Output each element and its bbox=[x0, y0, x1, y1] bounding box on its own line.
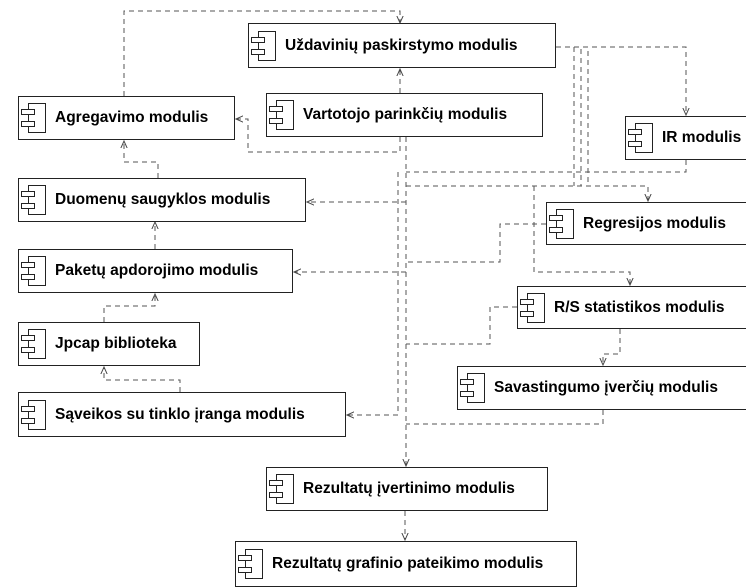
edge-savastingumo-to-trunk bbox=[406, 410, 604, 425]
edge-saveikos-to-jpcap bbox=[104, 367, 181, 392]
ir-module: IR modulis bbox=[625, 116, 746, 160]
edge-uzdaviniu-fanout-2 bbox=[556, 46, 582, 186]
duomenu-saugyklos-module: Duomenų saugyklos modulis bbox=[18, 178, 306, 222]
module-label: Sąveikos su tinklo įranga modulis bbox=[55, 405, 305, 423]
edge-uzdaviniu-fanout-3 bbox=[556, 46, 589, 186]
module-label: Paketų apdorojimo modulis bbox=[55, 262, 259, 279]
savastingumo-iverciu-module: Savastingumo įverčių modulis bbox=[457, 366, 746, 410]
module-label: Jpcap biblioteka bbox=[55, 335, 177, 352]
component-icon bbox=[21, 256, 46, 286]
component-icon bbox=[549, 208, 574, 239]
edge-duomenu-to-agregavimo bbox=[124, 141, 159, 178]
component-icon bbox=[269, 100, 294, 130]
edge-uzdaviniu-fanout-1 bbox=[556, 46, 575, 186]
component-icon bbox=[238, 549, 263, 579]
component-icon bbox=[21, 185, 46, 215]
edge-rs-to-trunk bbox=[406, 306, 517, 345]
module-label: Rezultatų įvertinimo modulis bbox=[303, 480, 515, 497]
rs-statistikos-module: R/S statistikos modulis bbox=[517, 286, 746, 329]
module-label: Duomenų saugyklos modulis bbox=[55, 191, 271, 208]
module-label: Uždavinių paskirstymo modulis bbox=[285, 36, 518, 54]
edge-jpcap-to-paketu bbox=[103, 294, 155, 322]
component-icon bbox=[520, 292, 545, 323]
component-icon bbox=[21, 103, 46, 133]
module-label: Rezultatų grafinio pateikimo modulis bbox=[272, 555, 544, 572]
rezultatu-ivertinimo-module: Rezultatų įvertinimo modulis bbox=[266, 467, 548, 511]
edge-vartotojo-to-agregavimo bbox=[236, 119, 401, 153]
module-label: Vartotojo parinkčių modulis bbox=[303, 106, 508, 123]
module-label: Savastingumo įverčių modulis bbox=[494, 379, 718, 396]
edge-trunk-to-regresijos bbox=[406, 185, 648, 201]
rezultatu-grafinio-pateikimo-module: Rezultatų grafinio pateikimo modulis bbox=[235, 541, 577, 587]
agregavimo-module: Agregavimo modulis bbox=[18, 96, 235, 140]
vartotojo-parinkciu-module: Vartotojo parinkčių modulis bbox=[266, 93, 543, 137]
module-label: R/S statistikos modulis bbox=[554, 298, 725, 316]
edge-uzdaviniu-to-ir bbox=[556, 46, 686, 115]
component-icon bbox=[21, 399, 46, 430]
module-label: Agregavimo modulis bbox=[55, 109, 209, 126]
component-icon bbox=[269, 474, 294, 504]
module-label: IR modulis bbox=[662, 129, 742, 146]
edge-regresijos-to-trunk bbox=[406, 223, 546, 263]
saveikos-su-tinklo-iranga-module: Sąveikos su tinklo įranga modulis bbox=[18, 392, 346, 437]
component-icon bbox=[460, 373, 485, 403]
regresijos-module: Regresijos modulis bbox=[546, 202, 746, 245]
component-icon bbox=[251, 30, 276, 61]
component-icon bbox=[21, 329, 46, 359]
component-icon bbox=[628, 123, 653, 153]
edge-ir-to-trunk bbox=[406, 160, 687, 173]
edge-trunk-to-saveikos bbox=[347, 172, 399, 415]
jpcap-biblioteka-module: Jpcap biblioteka bbox=[18, 322, 200, 366]
uzdaviniu-paskirstymo-module: Uždavinių paskirstymo modulis bbox=[248, 23, 556, 68]
edge-trunk-to-savastingumo bbox=[603, 329, 621, 365]
paketu-apdorojimo-module: Paketų apdorojimo modulis bbox=[18, 249, 293, 293]
module-label: Regresijos modulis bbox=[583, 214, 726, 232]
